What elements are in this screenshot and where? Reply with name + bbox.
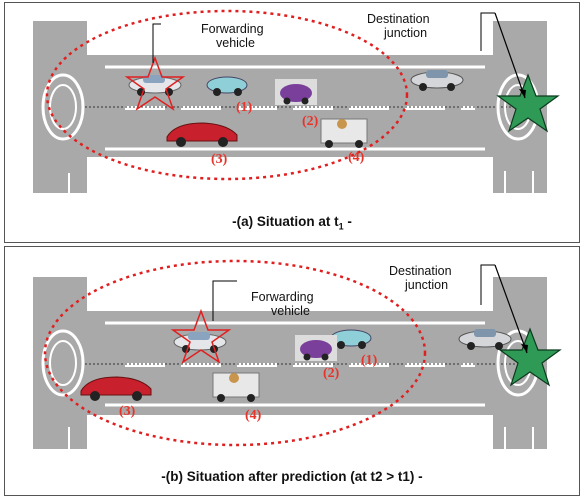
forwarding-callout — [152, 23, 161, 63]
vehicle-1 — [206, 76, 248, 96]
svg-text:vehicle: vehicle — [271, 304, 310, 318]
destination-label: Destination — [389, 264, 452, 278]
forwarding-callout — [212, 280, 237, 321]
vehicle-label-3: (3) — [211, 152, 228, 167]
vehicle-label-2: (2) — [323, 366, 340, 381]
forwarding-star-icon — [124, 55, 186, 111]
vehicle-label-3: (3) — [119, 404, 136, 419]
panel-a: Forwarding vehicle Destination junction … — [4, 2, 580, 243]
vehicle-label-2: (2) — [302, 114, 319, 129]
panel-a-caption: -(a) Situation at t1 - — [232, 214, 352, 232]
forwarding-star-icon — [170, 308, 232, 364]
forwarding-label: Forwarding — [201, 22, 264, 36]
panel-b-caption: -(b) Situation after prediction (at t2 >… — [161, 469, 423, 484]
vehicle-label-1: (1) — [236, 100, 253, 115]
panel-b: Forwarding vehicle Destination junction … — [4, 246, 580, 496]
destination-star-icon — [496, 73, 560, 133]
left-roundabout — [41, 73, 85, 141]
vehicle-4 — [320, 118, 368, 148]
vehicle-3 — [166, 122, 238, 147]
svg-text:vehicle: vehicle — [216, 36, 255, 50]
vehicle-4 — [212, 372, 260, 402]
panel-b-diagram: Forwarding vehicle Destination junction … — [33, 259, 562, 449]
vehicle-2 — [275, 79, 317, 105]
destination-star-icon — [498, 327, 562, 387]
destination-label: Destination — [367, 12, 430, 26]
transmission-range-ellipse — [45, 9, 409, 181]
vehicle-3 — [80, 376, 152, 401]
distant-vehicle — [410, 70, 464, 91]
left-vertical-road — [33, 277, 87, 449]
destination-pointer-arrow — [494, 264, 528, 354]
vehicle-2 — [295, 335, 337, 361]
transmission-range-ellipse — [43, 259, 427, 447]
vehicle-label-4: (4) — [348, 150, 365, 165]
distant-vehicle — [458, 329, 512, 350]
destination-pointer-arrow — [494, 12, 526, 99]
left-roundabout — [41, 329, 85, 397]
left-vertical-road — [33, 21, 87, 193]
svg-text:junction: junction — [383, 26, 427, 40]
svg-text:junction: junction — [404, 278, 448, 292]
panel-a-diagram: Forwarding vehicle Destination junction … — [33, 9, 560, 193]
vehicle-label-1: (1) — [361, 353, 378, 368]
forwarding-label: Forwarding — [251, 290, 314, 304]
vehicle-label-4: (4) — [245, 408, 262, 423]
